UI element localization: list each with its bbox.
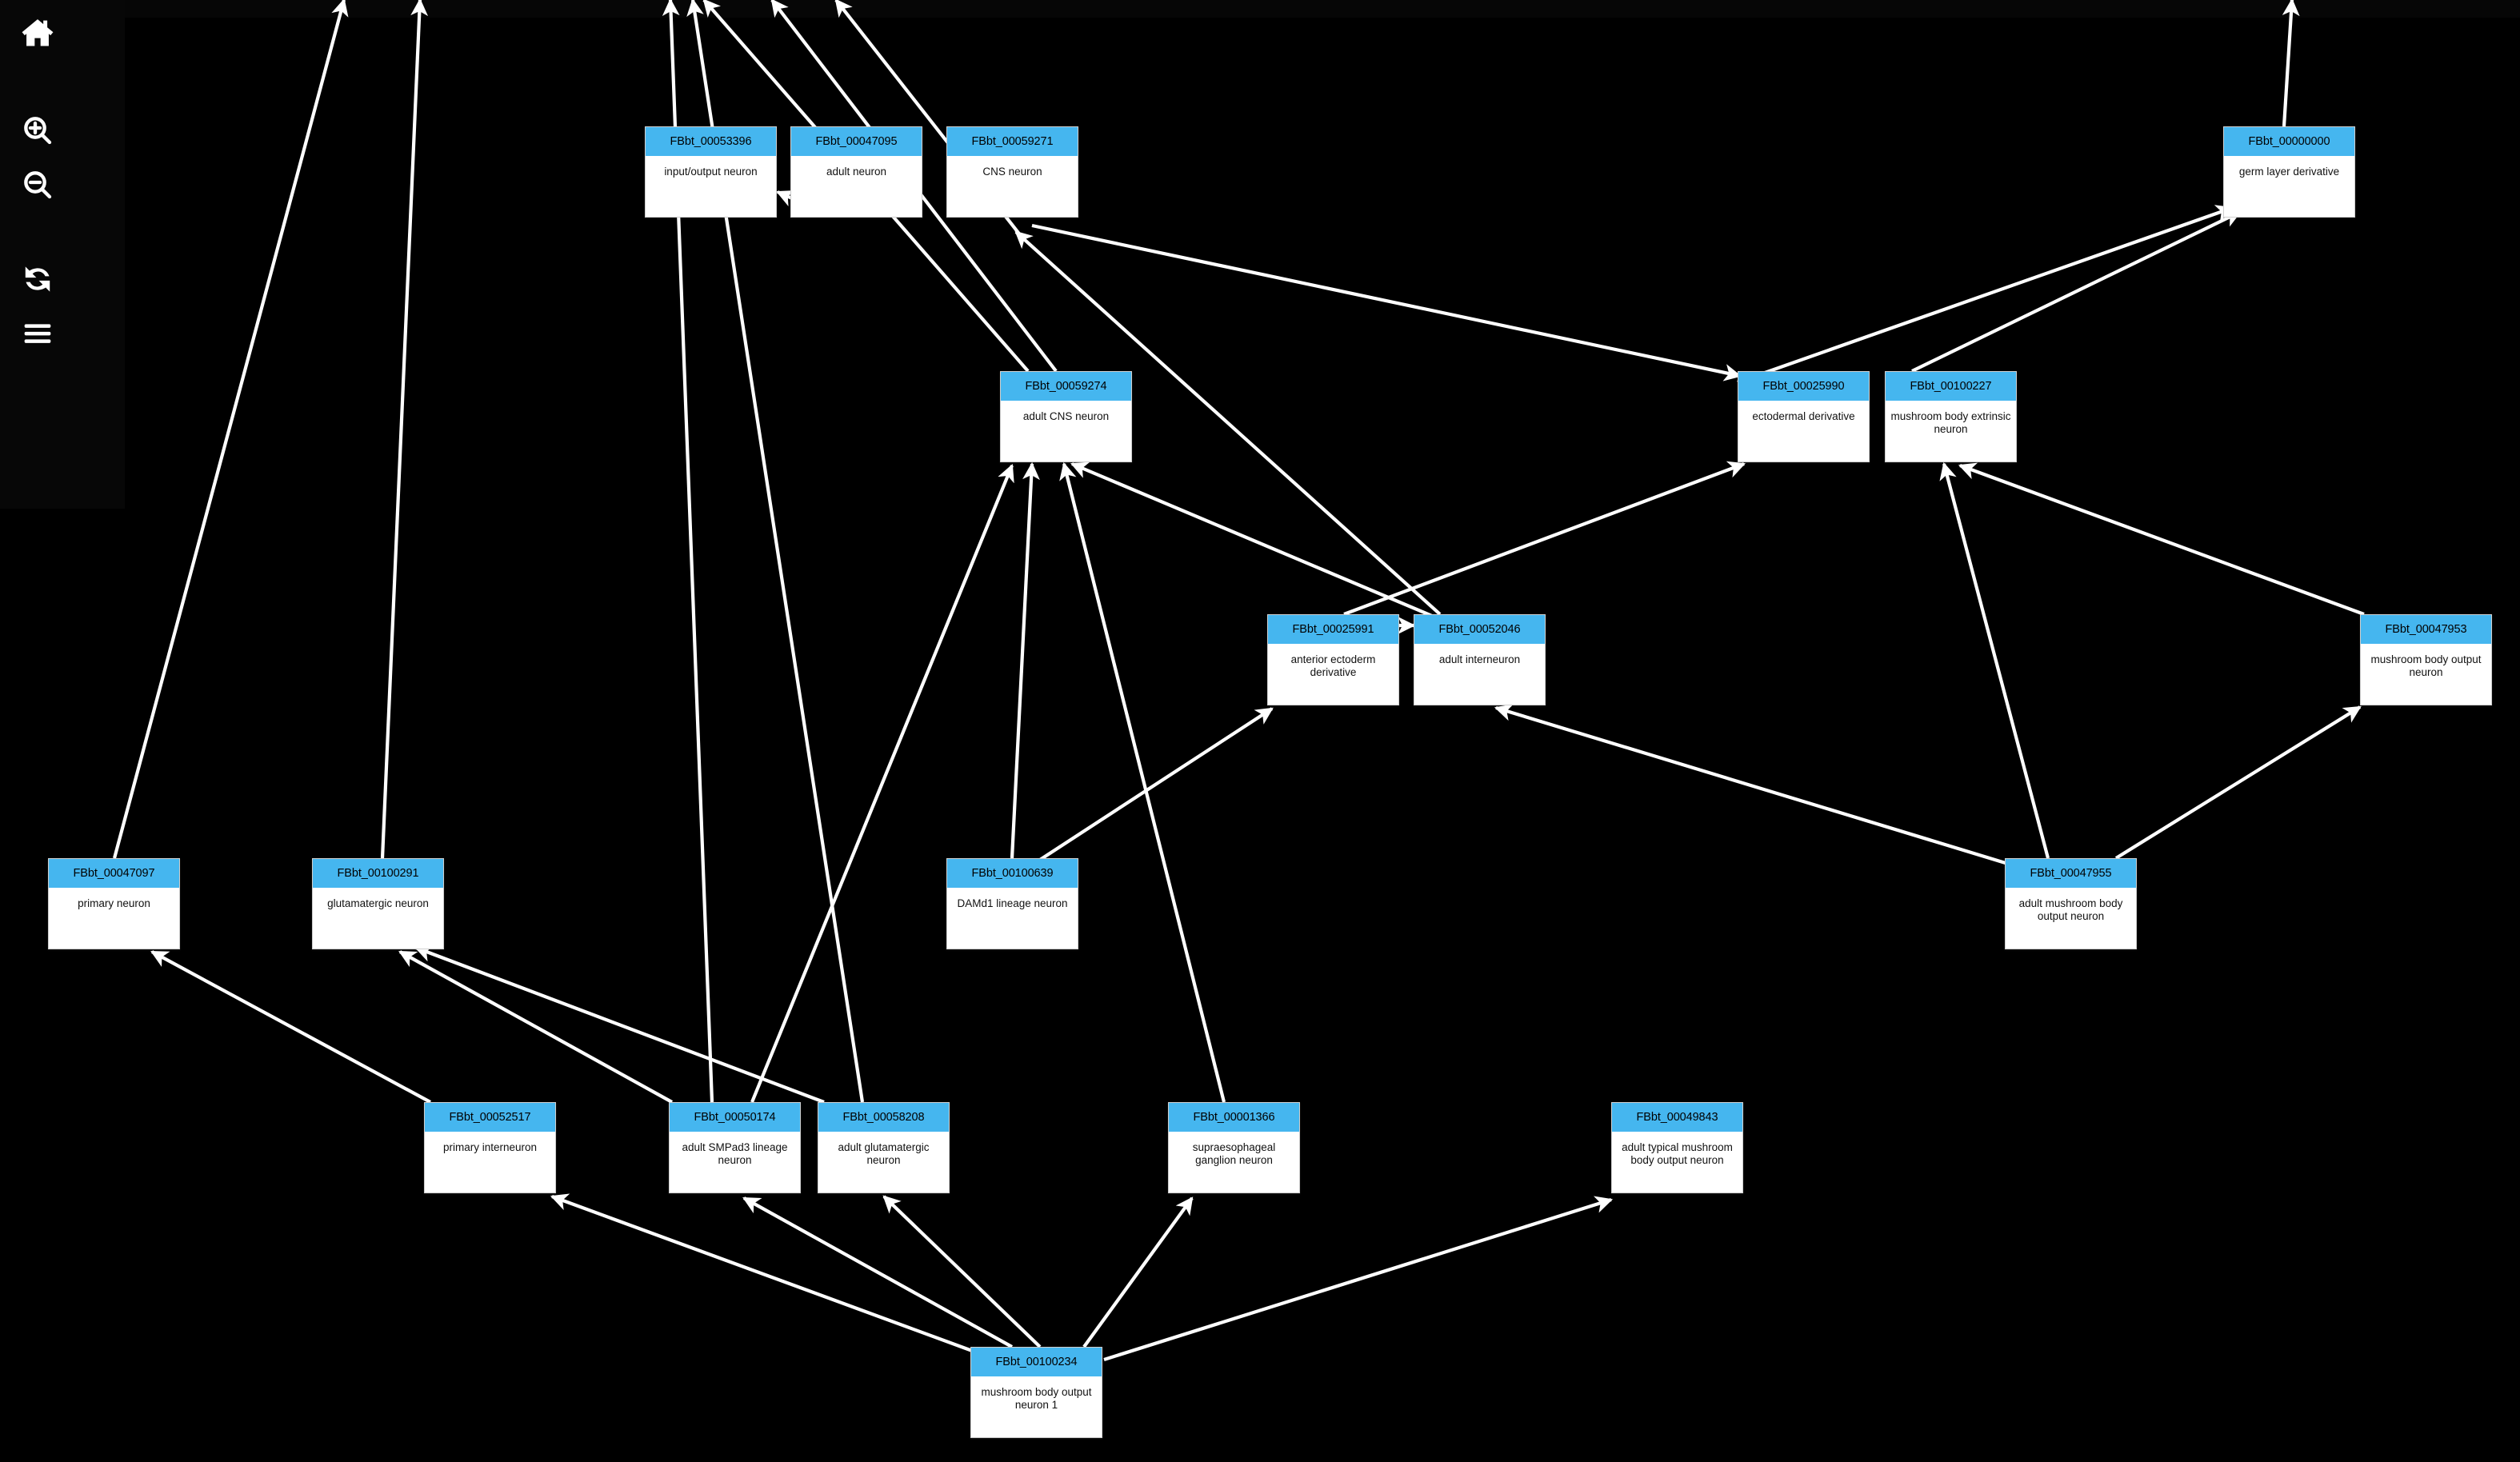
node-id: FBbt_00059271 <box>947 127 1078 156</box>
graph-edge <box>1082 1196 1194 1348</box>
node-id: FBbt_00025990 <box>1738 372 1869 401</box>
graph-edge <box>1494 704 2009 866</box>
node-label: germ layer derivative <box>2238 166 2340 178</box>
node-label: mushroom body output neuron 1 <box>981 1386 1092 1411</box>
graph-node[interactable]: FBbt_00100291 glutamatergic neuron <box>312 858 444 949</box>
graph-edge <box>150 950 431 1104</box>
graph-edge <box>882 1195 1042 1348</box>
node-id: FBbt_00100227 <box>1886 372 2016 401</box>
node-label: adult CNS neuron <box>1022 410 1110 422</box>
node-label: anterior ectoderm derivative <box>1290 653 1376 678</box>
graph-edge <box>1737 205 2234 384</box>
graph-edge <box>1958 462 2365 616</box>
graph-edge <box>1939 461 2050 859</box>
graph-edge <box>1103 1196 1614 1362</box>
graph-node[interactable]: FBbt_00047953 mushroom body output neuron <box>2360 614 2492 705</box>
graph-edge <box>380 0 429 859</box>
node-label: adult glutamatergic neuron <box>838 1141 930 1166</box>
node-id: FBbt_00100639 <box>947 859 1078 888</box>
node-id: FBbt_00058208 <box>818 1103 949 1132</box>
node-id: FBbt_00047953 <box>2361 615 2491 644</box>
graph-edge <box>750 463 1014 1103</box>
graph-edge <box>398 950 674 1104</box>
node-id: FBbt_00053396 <box>646 127 776 156</box>
node-label: DAMd1 lineage neuron <box>957 897 1068 909</box>
node-id: FBbt_00047097 <box>49 859 179 888</box>
node-id: FBbt_00047955 <box>2006 859 2136 888</box>
node-label: adult interneuron <box>1438 653 1521 665</box>
node-label: mushroom body extrinsic neuron <box>1890 410 2011 435</box>
node-label: adult SMPad3 lineage neuron <box>682 1141 788 1166</box>
refresh-icon[interactable] <box>13 254 62 304</box>
node-label: adult neuron <box>826 166 887 178</box>
node-label: input/output neuron <box>664 166 758 178</box>
node-id: FBbt_00052517 <box>425 1103 555 1132</box>
node-id: FBbt_00001366 <box>1169 1103 1299 1132</box>
node-label: primary neuron <box>78 897 150 909</box>
node-id: FBbt_00100291 <box>313 859 443 888</box>
node-id: FBbt_00059274 <box>1001 372 1131 401</box>
node-id: FBbt_00100234 <box>971 1348 1102 1376</box>
graph-edge <box>2114 705 2362 860</box>
node-label: primary interneuron <box>442 1141 538 1153</box>
node-label: adult mushroom body output neuron <box>2018 897 2123 922</box>
node-id: FBbt_00052046 <box>1414 615 1545 644</box>
graph-edge <box>2282 0 2300 127</box>
node-label: CNS neuron <box>982 166 1042 178</box>
graph-edge <box>1343 461 1746 616</box>
node-id: FBbt_00050174 <box>670 1103 800 1132</box>
graph-edge <box>1010 461 1040 859</box>
graph-edge <box>1070 461 1433 617</box>
graph-node[interactable]: FBbt_00001366 supraesophageal ganglion ne… <box>1168 1102 1300 1193</box>
toolbar-panel <box>0 0 125 509</box>
graph-node[interactable]: FBbt_00100227 mushroom body extrinsic neu… <box>1885 371 2017 462</box>
graph-node[interactable]: FBbt_00053396 input/output neuron <box>645 126 777 218</box>
node-id: FBbt_00025991 <box>1268 615 1398 644</box>
graph-edge <box>1911 210 2242 373</box>
node-label: ectodermal derivative <box>1752 410 1855 422</box>
graph-node[interactable]: FBbt_00025990 ectodermal derivative <box>1738 371 1870 462</box>
node-label: glutamatergic neuron <box>327 897 429 909</box>
graph-edge <box>1031 223 1742 381</box>
graph-edge <box>550 1193 975 1353</box>
graph-node[interactable]: FBbt_00025991 anterior ectoderm derivativ… <box>1267 614 1399 705</box>
home-icon[interactable] <box>13 8 62 58</box>
node-id: FBbt_00049843 <box>1612 1103 1742 1132</box>
menu-icon[interactable] <box>13 309 62 358</box>
graph-edge <box>742 1196 1014 1348</box>
node-label: supraesophageal ganglion neuron <box>1192 1141 1276 1166</box>
zoom-out-icon[interactable] <box>13 160 62 210</box>
top-band <box>0 0 2520 18</box>
graph-edge <box>1059 461 1226 1103</box>
graph-node[interactable]: FBbt_00100234 mushroom body output neuron… <box>970 1347 1102 1438</box>
zoom-in-icon[interactable] <box>13 106 62 155</box>
node-id: FBbt_00000000 <box>2224 127 2354 156</box>
graph-edge <box>1038 707 1274 861</box>
node-id: FBbt_00047095 <box>791 127 922 156</box>
node-label: adult typical mushroom body output neuro… <box>1622 1141 1733 1166</box>
graph-edge <box>112 0 349 859</box>
node-label: mushroom body output neuron <box>2370 653 2482 678</box>
graph-edge <box>414 945 825 1104</box>
